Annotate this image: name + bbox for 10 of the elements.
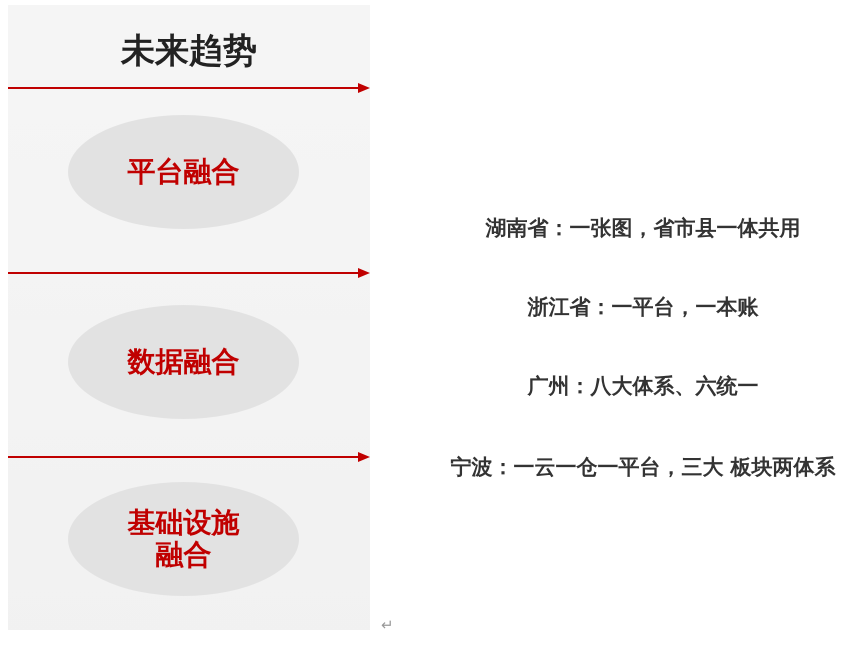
ellipse-node: 数据融合 [68,305,299,419]
ellipse-node: 基础设施融合 [68,482,299,596]
panel [8,5,370,630]
note-text: 浙江省：一平台，一本账 [528,294,758,320]
ellipse-node: 平台融合 [68,115,299,229]
note-text: 广州：八大体系、六统一 [528,373,758,399]
note-text: 湖南省：一张图，省市县一体共用 [486,215,800,241]
note-text: 宁波：一云一仓一平台，三大 板块两体系 [450,454,836,480]
heading: 未来趋势 [121,31,257,71]
paragraph-mark: ↵ [381,617,394,633]
